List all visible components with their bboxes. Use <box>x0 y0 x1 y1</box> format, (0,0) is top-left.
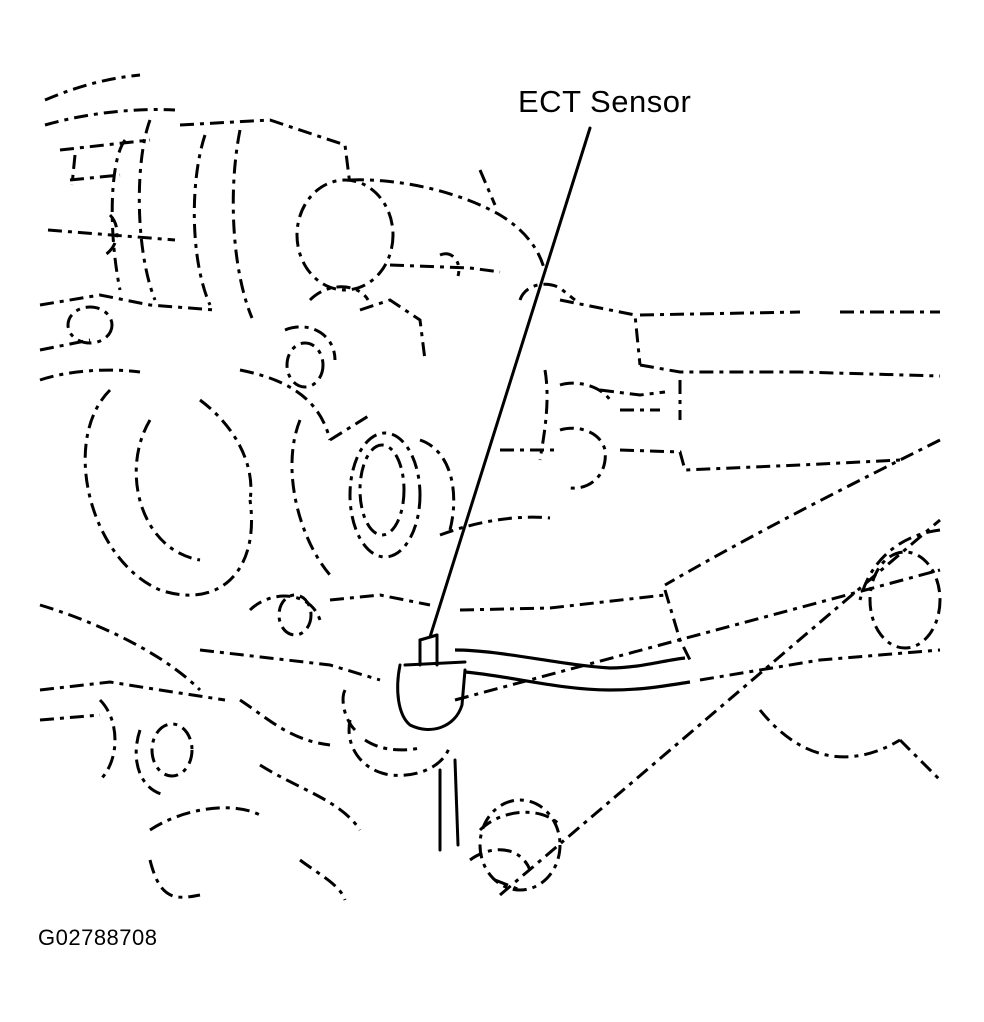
sensor-wiring-harness <box>454 648 691 692</box>
ect-sensor-label: ECT Sensor <box>518 84 692 119</box>
intake-manifold-edge <box>439 438 942 782</box>
thermostat-housing <box>44 73 352 319</box>
support-rod <box>454 518 941 897</box>
callout-leader-line <box>428 126 592 639</box>
mounting-bracket <box>500 282 941 490</box>
coolant-outlet <box>295 169 547 292</box>
ect-sensor <box>341 633 467 852</box>
cylinder-head-body <box>248 298 456 637</box>
figure-id: G02788708 <box>38 925 158 950</box>
lower-mounting-bosses <box>39 603 381 901</box>
water-pump-housing <box>39 285 370 597</box>
